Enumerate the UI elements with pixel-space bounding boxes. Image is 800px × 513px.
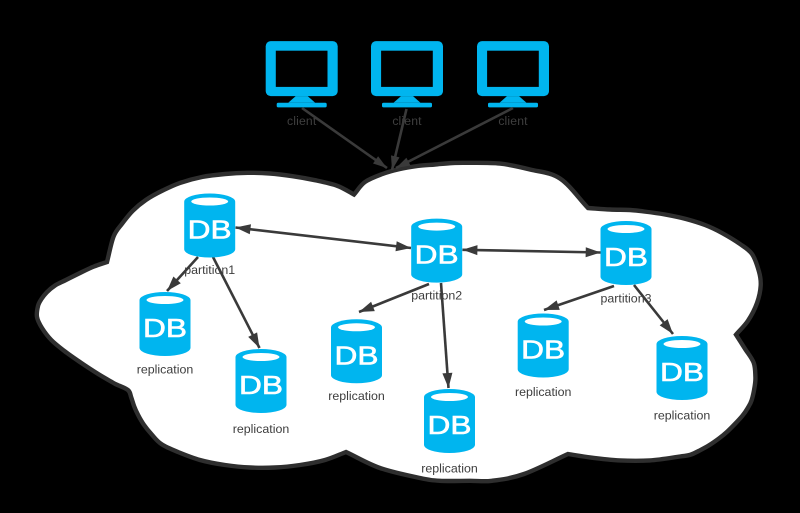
svg-text:replication: replication: [233, 422, 290, 436]
svg-text:DB: DB: [521, 335, 565, 365]
svg-text:client: client: [498, 114, 528, 128]
svg-text:DB: DB: [143, 313, 187, 343]
svg-text:DB: DB: [604, 242, 648, 272]
svg-text:DB: DB: [188, 215, 232, 245]
svg-text:DB: DB: [239, 370, 283, 400]
svg-text:replication: replication: [137, 363, 194, 377]
svg-text:replication: replication: [654, 409, 711, 423]
svg-text:partition1: partition1: [184, 263, 235, 277]
svg-text:DB: DB: [415, 240, 459, 270]
svg-text:replication: replication: [328, 389, 385, 403]
svg-text:DB: DB: [660, 357, 704, 387]
svg-text:DB: DB: [335, 340, 379, 370]
svg-text:partition2: partition2: [411, 289, 462, 303]
svg-text:partition3: partition3: [601, 292, 652, 306]
svg-text:DB: DB: [428, 410, 472, 440]
svg-text:client: client: [392, 114, 422, 128]
svg-text:replication: replication: [515, 385, 572, 399]
svg-text:replication: replication: [421, 462, 478, 476]
svg-text:client: client: [287, 114, 317, 128]
